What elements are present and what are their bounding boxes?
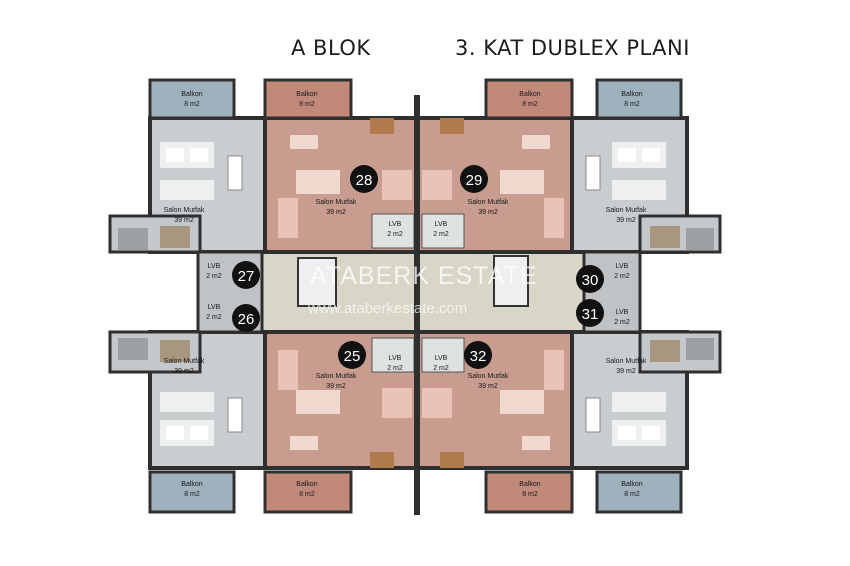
balcony-area: 8 m2 (299, 491, 315, 498)
salon-label: Salon Mutfak (164, 207, 205, 214)
balcony-grey-bl (148, 470, 236, 514)
stair-left (297, 257, 337, 307)
unit-number: 27 (238, 268, 255, 285)
watermark-brand: ATABERK ESTATE (310, 262, 538, 290)
unit-number: 32 (470, 348, 487, 365)
balcony-label: Balkon (296, 91, 318, 98)
balcony-area: 8 m2 (522, 491, 538, 498)
unit-number: 31 (582, 306, 599, 323)
unit-number: 26 (238, 311, 255, 328)
lvb-label: LVB (389, 221, 402, 228)
salon-area: 39 m2 (174, 217, 194, 224)
balcony-label: Balkon (181, 91, 203, 98)
salon-label: Salon Mutfak (468, 373, 509, 380)
unit-25 (263, 330, 419, 470)
unit-badge: 25 (338, 341, 366, 369)
balcony-area: 8 m2 (184, 101, 200, 108)
lvb-area: 2 m2 (614, 273, 630, 280)
unit-badge: 27 (232, 261, 260, 289)
lvb-area: 2 m2 (614, 319, 630, 326)
unit-bottom-left (108, 330, 267, 470)
block-title: A BLOK (291, 36, 371, 60)
balcony-area: 8 m2 (184, 491, 200, 498)
balcony-label: Balkon (621, 91, 643, 98)
unit-bottom-right (570, 330, 722, 470)
unit-top-left (108, 116, 267, 254)
balcony-label: Balkon (519, 91, 541, 98)
unit-number: 28 (356, 172, 373, 189)
balcony-red-br (484, 470, 574, 514)
lvb-label: LVB (435, 221, 448, 228)
lvb-area: 2 m2 (433, 365, 449, 372)
salon-label: Salon Mutfak (316, 199, 357, 206)
salon-area: 39 m2 (326, 209, 346, 216)
balcony-area: 8 m2 (624, 491, 640, 498)
salon-area: 39 m2 (616, 217, 636, 224)
unit-badge: 26 (232, 304, 260, 332)
stair-right (493, 255, 529, 307)
salon-area: 39 m2 (616, 368, 636, 375)
lvb-area: 2 m2 (433, 231, 449, 238)
unit-badge: 29 (460, 165, 488, 193)
salon-label: Salon Mutfak (468, 199, 509, 206)
lvb-area: 2 m2 (387, 365, 403, 372)
salon-area: 39 m2 (326, 383, 346, 390)
lvb-label: LVB (208, 304, 221, 311)
unit-top-right (570, 116, 722, 254)
salon-label: Salon Mutfak (606, 207, 647, 214)
balcony-grey-br (595, 470, 683, 514)
salon-label: Salon Mutfak (316, 373, 357, 380)
balcony-area: 8 m2 (522, 101, 538, 108)
plan-title: 3. KAT DUBLEX PLANI (455, 36, 690, 60)
unit-number: 25 (344, 348, 361, 365)
lvb-label: LVB (208, 263, 221, 270)
unit-number: 29 (466, 172, 483, 189)
balcony-grey-tr (595, 78, 683, 120)
salon-label: Salon Mutfak (164, 358, 205, 365)
unit-badge: 32 (464, 341, 492, 369)
balcony-red-tr (484, 78, 574, 120)
balcony-label: Balkon (181, 481, 203, 488)
unit-32 (415, 330, 574, 470)
unit-badge: 28 (350, 165, 378, 193)
salon-label: Salon Mutfak (606, 358, 647, 365)
salon-area: 39 m2 (174, 368, 194, 375)
unit-badge: 31 (576, 299, 604, 327)
balcony-label: Balkon (519, 481, 541, 488)
balcony-red-tl (263, 78, 353, 120)
unit-number: 30 (582, 272, 599, 289)
lvb-label: LVB (616, 263, 629, 270)
lvb-label: LVB (616, 309, 629, 316)
lvb-label: LVB (435, 355, 448, 362)
salon-area: 39 m2 (478, 209, 498, 216)
unit-badge: 30 (576, 265, 604, 293)
balcony-area: 8 m2 (299, 101, 315, 108)
balcony-red-bl (263, 470, 353, 514)
watermark-url: www.ataberkestate.com (308, 300, 468, 317)
lvb-area: 2 m2 (206, 314, 222, 321)
unit-29 (415, 116, 574, 254)
lvb-area: 2 m2 (206, 273, 222, 280)
balcony-label: Balkon (621, 481, 643, 488)
balcony-grey-tl (148, 78, 236, 120)
salon-area: 39 m2 (478, 383, 498, 390)
balcony-label: Balkon (296, 481, 318, 488)
lvb-label: LVB (389, 355, 402, 362)
balcony-area: 8 m2 (624, 101, 640, 108)
lvb-area: 2 m2 (387, 231, 403, 238)
